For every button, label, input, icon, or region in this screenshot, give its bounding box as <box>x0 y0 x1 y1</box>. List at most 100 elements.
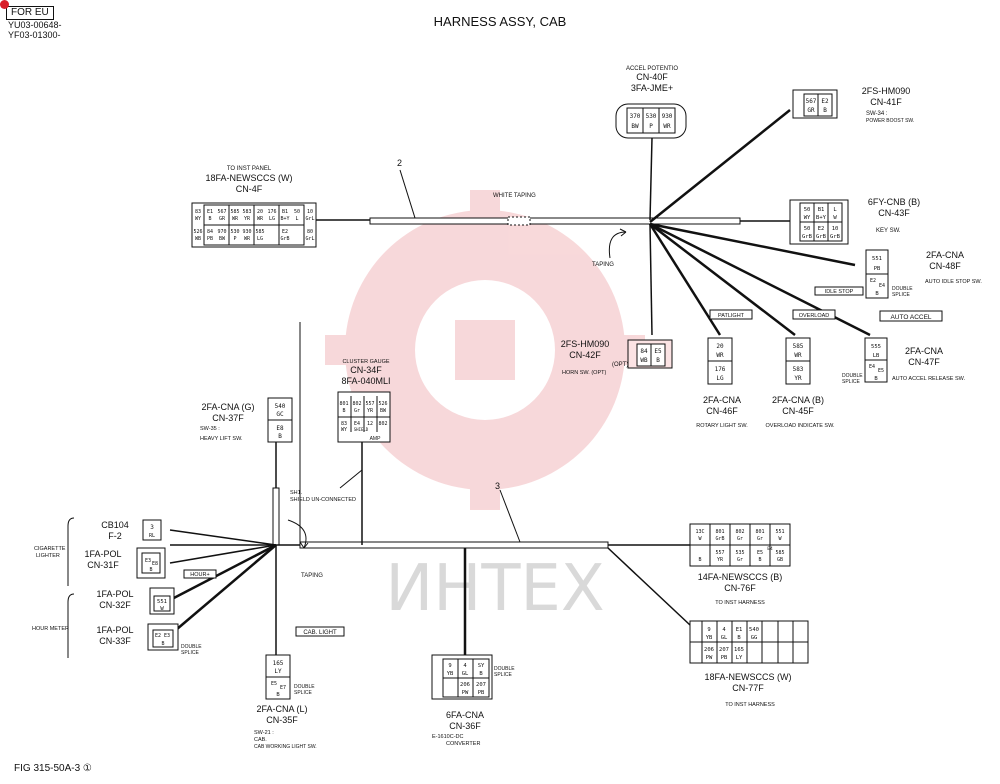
cn34f-pin: BW <box>380 408 387 414</box>
cn45f-label-1: 2FA-CNA (B) <box>772 395 824 405</box>
cn35f-pin: 165 <box>273 660 284 667</box>
connector-cn35f: 165 LY E5 E7 B DOUBLE SPLICE 2FA-CNA (L)… <box>254 654 317 750</box>
cn43f-pin: B1 <box>818 207 825 213</box>
cn34f-pin: WY <box>341 427 347 433</box>
cn43f-pin: 50 <box>804 226 811 232</box>
cn4f-label-3: CN-4F <box>236 184 263 194</box>
cn76f-pin: GrB <box>715 536 724 542</box>
cn42f-label-1: 2FS-HM090 <box>561 339 610 349</box>
cn34f-pin: E4 <box>354 421 360 427</box>
cn4f-pin: E2 <box>282 229 288 235</box>
cn41f-pin: 567 <box>806 98 817 105</box>
cn76f-pin: B <box>758 557 761 563</box>
cn77f-pin: YB <box>706 635 713 641</box>
white-taping-label: WHITE TAPING <box>493 193 536 199</box>
cn4f-pin: 970 <box>217 229 226 235</box>
cn33f-pin: E2 <box>155 633 161 639</box>
cb104-pin: 3 <box>150 524 154 531</box>
cn4f-pin: BW <box>219 236 226 242</box>
cn76f-pin: W <box>778 536 782 542</box>
cn34f-pin: Gr <box>354 408 360 414</box>
cn40f-pin: WR <box>663 123 671 130</box>
cn45f-pin: 585 <box>793 343 804 350</box>
cn35f-desc-1: SW-21 : <box>254 730 274 736</box>
cn4f-pin: WR <box>232 216 239 222</box>
cn36f-label-1: 6FA-CNA <box>446 710 484 720</box>
cn47f-pin: E5 <box>878 368 884 374</box>
cb104-label-1: CB104 <box>101 520 129 530</box>
cn4f-pin: 930 <box>242 229 251 235</box>
connector-cn33f: 1FA-POL CN-33F E2 E3 B DOUBLE SPLICE <box>96 623 202 656</box>
cn47f-pin: B <box>874 376 878 382</box>
model-code: YU03-00648- <box>8 20 62 30</box>
cn34f-pin: B <box>342 408 345 414</box>
cn47f-splice: SPLICE <box>842 379 860 385</box>
cn48f-label-2: CN-48F <box>929 261 961 271</box>
cn4f-pin: WY <box>195 216 201 222</box>
cn48f-pin: E4 <box>879 283 885 289</box>
auto-accel-tag: AUTO ACCEL <box>890 314 931 321</box>
for-eu-badge: FOR EU <box>6 6 54 20</box>
cn77f-pin: LY <box>736 655 743 661</box>
cn42f-pin: 84 <box>640 348 648 355</box>
cn47f-label-2: CN-47F <box>908 357 940 367</box>
harness-number-3: 3 <box>495 481 500 491</box>
cn4f-pin: 526 <box>193 229 202 235</box>
cn36f-pin: SY <box>478 663 485 669</box>
cn31f-pin: E8 <box>152 561 158 567</box>
cn4f-pin: E1 <box>207 209 213 215</box>
cn77f-pin: 206 <box>704 647 714 653</box>
cn33f-label-2: CN-33F <box>99 636 131 646</box>
model-code: YF03-01300- <box>8 30 61 40</box>
cn45f-pin: WR <box>794 352 802 359</box>
cn4f-pin: B+Y <box>280 216 289 222</box>
connector-cn36f: 9 4 SY YB GL B 206 207 PW PB DOUBLE SPLI… <box>431 654 515 747</box>
cn34f-pin: SHIELD <box>354 427 369 432</box>
cn76f-pin: 585 <box>775 550 784 556</box>
connector-cn4f: TO INST PANEL 18FA-NEWSCCS (W) CN-4F 83 … <box>191 166 317 248</box>
cn45f-desc: OVERLOAD INDICATE SW. <box>766 423 835 429</box>
hour-meter-label: HOUR METER <box>32 626 69 632</box>
cn76f-pin: Gr <box>737 536 743 542</box>
cn4f-pin: GrL <box>305 216 314 222</box>
cn43f-pin: GrB <box>802 234 813 240</box>
cn48f-pin: PB <box>874 266 881 272</box>
cn48f-desc: AUTO IDLE STOP SW. <box>925 279 982 285</box>
cn4f-pin: LG <box>269 216 275 222</box>
cn34f-pin: YR <box>367 408 374 414</box>
cn33f-double: DOUBLE <box>181 644 202 650</box>
cn76f-pin: E4 <box>767 546 773 552</box>
cn4f-pin: 530 <box>230 229 239 235</box>
cn4f-pin: LG <box>257 236 263 242</box>
cn32f-pin: W <box>160 606 164 612</box>
cn36f-label-2: CN-36F <box>449 721 481 731</box>
cn34f-label-1: CLUSTER GAUGE <box>342 359 389 365</box>
cn76f-pin: GB <box>777 557 783 563</box>
cn37f-label-2: CN-37F <box>212 413 244 423</box>
cn43f-pin: GrB <box>816 234 827 240</box>
cn43f-desc: KEY SW. <box>876 228 901 234</box>
cn43f-pin: W <box>833 215 837 221</box>
cn77f-pin: 540 <box>749 627 759 633</box>
cn36f-pin: 207 <box>476 682 486 688</box>
connector-cn32f: 1FA-POL CN-32F 551 W <box>96 587 175 615</box>
cn4f-pin: 80 <box>307 229 313 235</box>
cn41f-pin: E2 <box>821 98 829 105</box>
cn46f-pin: WR <box>716 352 724 359</box>
cn36f-pin: 206 <box>460 682 470 688</box>
cn40f-pin: 370 <box>630 113 641 120</box>
cn47f-pin: 555 <box>871 344 881 350</box>
cn47f-desc: AUTO ACCEL RELEASE SW. <box>892 376 966 382</box>
cn4f-pin: 567 <box>217 209 226 215</box>
cn37f-pin: E8 <box>276 425 284 432</box>
cn4f-pin: B <box>208 216 211 222</box>
cn40f-pin: 930 <box>662 113 673 120</box>
overload-tag: OVERLOAD <box>799 313 830 319</box>
cn77f-pin: E1 <box>736 627 743 633</box>
cn76f-pin: 802 <box>735 529 744 535</box>
cn34f-pin: 557 <box>365 401 374 407</box>
cn35f-label-1: 2FA-CNA (L) <box>256 704 307 714</box>
cn76f-pin: 551 <box>775 529 784 535</box>
connector-cn43f: 50 B1 L B+Y W 50 E2 10 GrB GrB GrB WY 6F… <box>789 197 920 245</box>
cn48f-pin: 551 <box>872 256 882 262</box>
